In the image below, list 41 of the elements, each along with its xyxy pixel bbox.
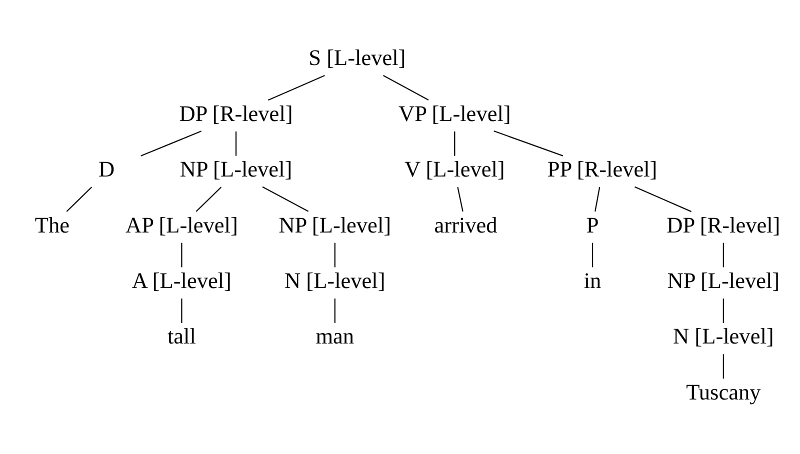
node-text: D [98, 156, 115, 182]
node-text: V [L-level] [404, 156, 505, 182]
node-text: Tuscany [686, 379, 761, 404]
connector [140, 130, 202, 156]
node-text: NP [L-level] [180, 156, 292, 182]
connector [262, 186, 309, 212]
node-text: N [L-level] [673, 324, 774, 349]
connector [334, 242, 336, 268]
node-text: DP [R-level] [179, 100, 293, 126]
connector [634, 186, 692, 212]
node-text: in [584, 268, 602, 293]
node-text: DP [R-level] [666, 212, 780, 238]
node-text: NP [L-level] [278, 212, 392, 238]
node-text: A [L-level] [132, 268, 232, 293]
connector [235, 131, 237, 156]
connector [181, 298, 182, 323]
node-text: AP [L-level] [126, 212, 238, 238]
node-text: VP [L-level] [398, 100, 511, 126]
node-text: The [34, 212, 70, 238]
node-text: man [316, 324, 354, 349]
node-text: P [586, 212, 599, 238]
node-text: NP [L-level] [667, 268, 780, 293]
connector [722, 354, 724, 379]
node-text: PP [R-level] [547, 156, 658, 182]
node-text: tall [167, 324, 196, 349]
connector [334, 298, 336, 323]
connector [722, 298, 724, 323]
node-text: S [L-level] [308, 45, 406, 70]
node-text: N [L-level] [284, 268, 386, 293]
connector [268, 74, 325, 101]
connector [383, 74, 429, 100]
connector [181, 242, 182, 268]
connector [594, 187, 600, 212]
connector [722, 242, 724, 268]
connector [66, 186, 92, 212]
node-text: arrived [434, 212, 498, 238]
connector [196, 186, 222, 212]
connector [454, 131, 456, 156]
connector [494, 130, 564, 156]
connector [592, 242, 594, 268]
connector [457, 187, 464, 212]
